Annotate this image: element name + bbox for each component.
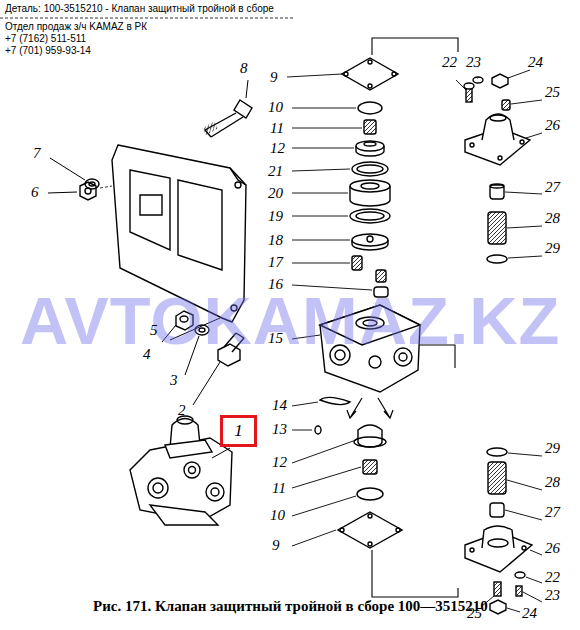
screw-22	[464, 83, 474, 102]
cover-9-lower	[338, 512, 402, 548]
callout-number: 26	[545, 540, 560, 557]
nut-24	[492, 74, 508, 88]
valve-27-lower	[490, 503, 504, 517]
watermark: AVTOKAMAZ.KZ	[20, 282, 560, 359]
callout-number: 10	[268, 99, 283, 116]
callout-number: 2	[178, 402, 186, 419]
callout-number: 25	[545, 84, 560, 101]
plate-18	[352, 234, 388, 250]
cap-26-lower	[465, 526, 532, 572]
callout-number: 19	[268, 208, 283, 225]
nut-24-lower	[490, 600, 506, 614]
screw-23	[473, 77, 483, 83]
callout-number: 17	[268, 254, 283, 271]
callout-number: 28	[545, 210, 560, 227]
cover-9-top	[342, 58, 398, 90]
callout-number: 14	[272, 397, 287, 414]
callout-number: 22	[545, 569, 560, 586]
callout-number: 21	[268, 163, 283, 180]
callout-number: 24	[528, 54, 543, 71]
valve-27	[490, 184, 504, 199]
washer-29-lower	[487, 448, 507, 456]
callout-number: 29	[545, 440, 560, 457]
spring-28-lower	[488, 462, 506, 494]
callout-number: 26	[545, 117, 560, 134]
callout-number: 7	[33, 145, 41, 162]
ring-21	[352, 162, 388, 176]
spring-11	[364, 120, 376, 134]
callout-number: 5	[150, 322, 158, 339]
callout-number: 9	[272, 537, 280, 554]
spring-17	[352, 256, 386, 282]
callout-number: 15	[268, 330, 283, 347]
valve-12	[356, 141, 384, 156]
phone: +7 (701) 959-93-14	[5, 45, 91, 56]
ring-19	[350, 209, 390, 223]
callout-number: 23	[466, 54, 481, 71]
diaphragm-10-lower	[357, 488, 383, 500]
valve-assembly-1	[130, 416, 232, 525]
washer-29	[487, 255, 507, 263]
highlight-box: 1	[220, 415, 257, 447]
callout-number: 22	[442, 54, 457, 71]
spring-28	[488, 212, 506, 244]
callout-number: 20	[268, 185, 283, 202]
page-header: Деталь: 100-3515210 - Клапан защитный тр…	[5, 3, 274, 14]
plate-14	[320, 397, 350, 404]
bolt-25-lower	[494, 582, 501, 596]
bolt-25	[502, 100, 510, 110]
phone: +7 (7162) 511-511	[5, 33, 86, 44]
callout-number: 24	[522, 605, 537, 622]
callout-number: 11	[270, 120, 284, 137]
callout-number: 13	[272, 421, 287, 438]
cap-26	[465, 114, 530, 165]
callout-number: 4	[143, 346, 151, 363]
washer-7	[85, 179, 99, 189]
callout-number: 16	[268, 276, 283, 293]
callout-number: 1	[234, 421, 243, 441]
callout-number: 6	[31, 184, 39, 201]
callout-number: 3	[170, 372, 178, 389]
diaphragm-10	[358, 102, 382, 114]
callout-number: 29	[545, 240, 560, 257]
sales-note: Отдел продаж з/ч KAMAZ в РК	[5, 21, 147, 32]
screw-22-lower	[515, 572, 525, 578]
callout-number: 12	[272, 454, 287, 471]
callout-number: 8	[240, 60, 248, 77]
pin-13	[315, 426, 321, 434]
spring-11-lower	[363, 460, 377, 474]
callout-number: 27	[545, 179, 560, 196]
callout-number: 25	[467, 605, 482, 622]
bolt-8	[202, 80, 252, 137]
callout-number: 28	[545, 474, 560, 491]
callout-number: 9	[270, 69, 278, 86]
figure-caption: Рис. 171. Клапан защитный тройной в сбор…	[93, 598, 488, 615]
screw-23-lower	[516, 586, 522, 596]
callout-number: 23	[545, 587, 560, 604]
callout-number: 27	[545, 504, 560, 521]
piston-20	[350, 180, 390, 206]
callout-number: 11	[272, 480, 286, 497]
nut-6	[80, 182, 96, 200]
callout-number: 18	[268, 232, 283, 249]
callout-number: 10	[270, 507, 285, 524]
callout-number: 12	[270, 140, 285, 157]
valve-12-lower	[354, 425, 386, 447]
